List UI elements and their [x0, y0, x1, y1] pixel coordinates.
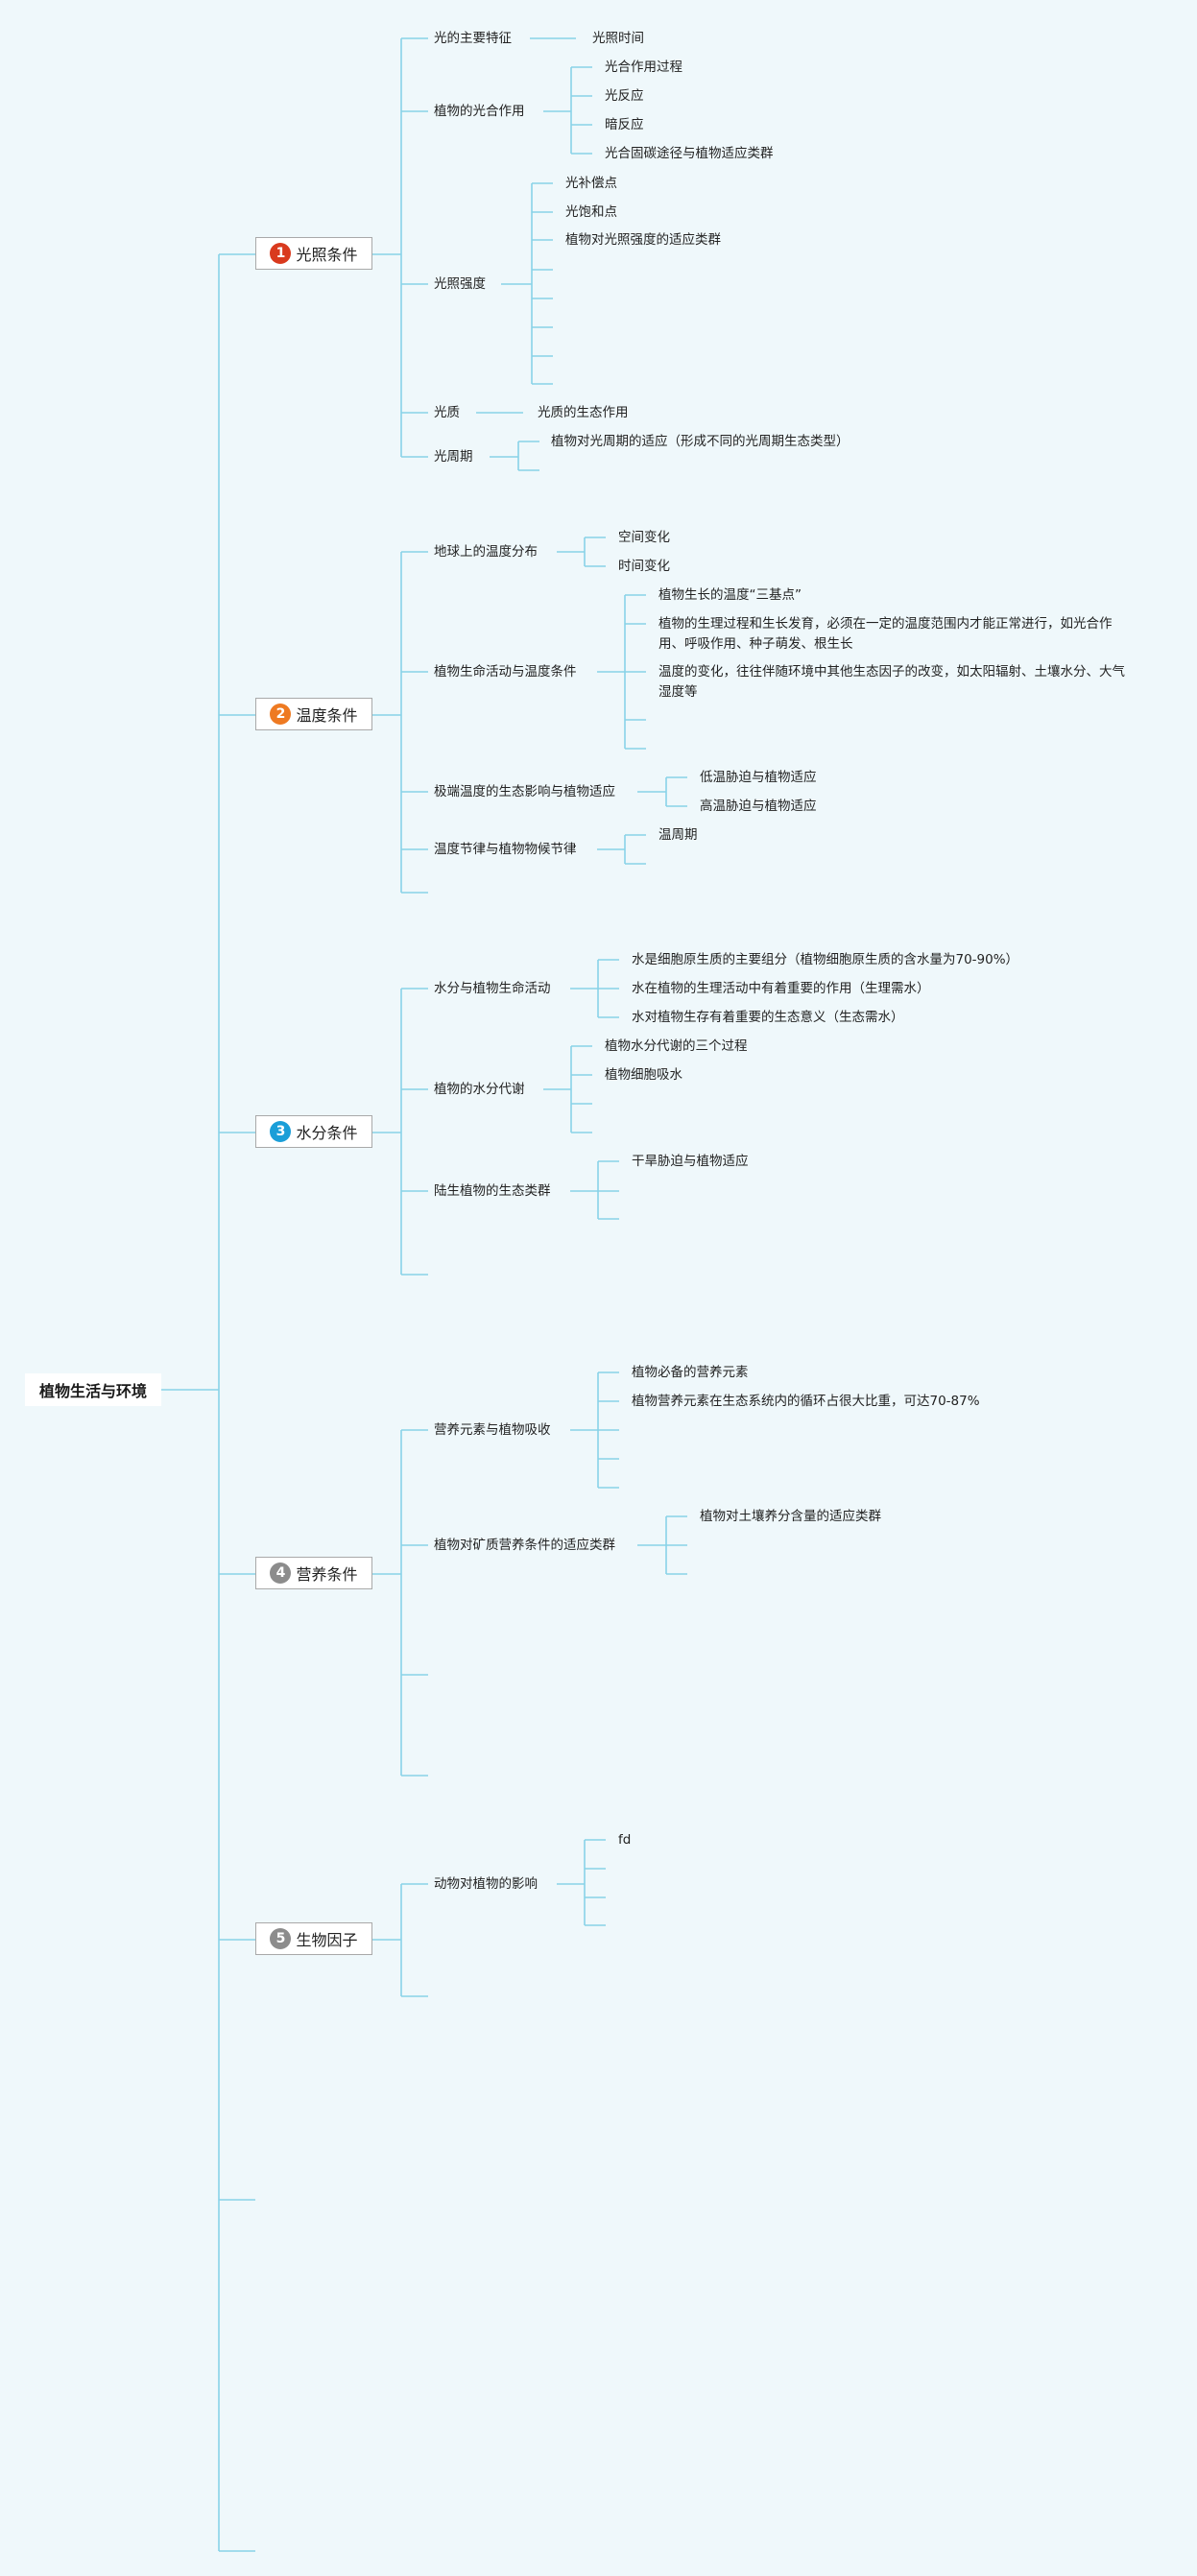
topic-light-quality[interactable]: 光质: [434, 405, 460, 420]
category-light[interactable]: 1 光照条件: [255, 237, 372, 270]
subtopic[interactable]: 水对植物生存有着重要的生态意义（生态需水）: [632, 1010, 904, 1025]
number-badge-3: 3: [270, 1121, 292, 1142]
subtopic[interactable]: 时间变化: [618, 559, 670, 574]
category-bio[interactable]: 5 生物因子: [255, 1922, 372, 1955]
subtopic[interactable]: 植物水分代谢的三个过程: [605, 1038, 748, 1054]
number-badge-2: 2: [270, 704, 292, 725]
topic-photosynthesis[interactable]: 植物的光合作用: [434, 104, 525, 119]
subtopic[interactable]: 植物对土壤养分含量的适应类群: [700, 1509, 881, 1524]
category-label: 营养条件: [296, 1565, 358, 1584]
topic-bio-animal[interactable]: 动物对植物的影响: [434, 1876, 538, 1892]
topic-water-metabolism[interactable]: 植物的水分代谢: [434, 1082, 525, 1097]
topic-temp-rhythm[interactable]: 温度节律与植物物候节律: [434, 842, 577, 857]
subtopic[interactable]: 暗反应: [605, 117, 644, 132]
subtopic[interactable]: 温度的变化，往往伴随环境中其他生态因子的改变，如太阳辐射、土壤水分、大气湿度等: [658, 664, 1125, 700]
subtopic[interactable]: 干旱胁迫与植物适应: [632, 1154, 749, 1169]
topic-photoperiod[interactable]: 光周期: [434, 449, 473, 465]
category-temperature[interactable]: 2 温度条件: [255, 698, 372, 730]
topic-light-features[interactable]: 光的主要特征: [434, 31, 512, 46]
subtopic[interactable]: 光质的生态作用: [538, 405, 629, 420]
subtopic[interactable]: 光反应: [605, 88, 644, 104]
subtopic[interactable]: 水是细胞原生质的主要组分（植物细胞原生质的含水量为70-90%）: [632, 952, 1019, 967]
topic-temp-life[interactable]: 植物生命活动与温度条件: [434, 664, 577, 680]
subtopic[interactable]: 低温胁迫与植物适应: [700, 770, 817, 785]
category-label: 水分条件: [296, 1124, 358, 1142]
subtopic[interactable]: 水在植物的生理活动中有着重要的作用（生理需水）: [632, 981, 930, 996]
topic-nutrition-absorb[interactable]: 营养元素与植物吸收: [434, 1422, 551, 1438]
topic-light-intensity[interactable]: 光照强度: [434, 276, 486, 292]
subtopic[interactable]: 温周期: [658, 827, 698, 843]
number-badge-5: 5: [270, 1928, 292, 1949]
category-label: 光照条件: [296, 246, 358, 264]
subtopic[interactable]: 植物细胞吸水: [605, 1067, 682, 1083]
subtopic[interactable]: 光合作用过程: [605, 60, 682, 75]
subtopic[interactable]: 高温胁迫与植物适应: [700, 799, 817, 814]
subtopic[interactable]: 植物的生理过程和生长发育，必须在一定的温度范围内才能正常进行，如光合作用、呼吸作…: [658, 616, 1113, 652]
subtopic[interactable]: 光合固碳途径与植物适应类群: [605, 146, 774, 161]
subtopic[interactable]: 植物对光照强度的适应类群: [565, 232, 721, 248]
subtopic[interactable]: 植物营养元素在生态系统内的循环占很大比重，可达70-87%: [632, 1394, 980, 1409]
topic-water-life[interactable]: 水分与植物生命活动: [434, 981, 551, 996]
subtopic[interactable]: 空间变化: [618, 530, 670, 545]
topic-water-terrestrial[interactable]: 陆生植物的生态类群: [434, 1183, 551, 1199]
subtopic[interactable]: 植物对光周期的适应（形成不同的光周期生态类型）: [551, 434, 850, 449]
category-label: 生物因子: [296, 1931, 358, 1949]
root-topic[interactable]: 植物生活与环境: [25, 1373, 161, 1406]
subtopic[interactable]: 植物必备的营养元素: [632, 1365, 749, 1380]
topic-nutrition-mineral[interactable]: 植物对矿质营养条件的适应类群: [434, 1538, 615, 1553]
number-badge-1: 1: [270, 243, 292, 264]
subtopic[interactable]: 光照时间: [592, 31, 644, 46]
subtopic[interactable]: 光饱和点: [565, 204, 617, 220]
category-label: 温度条件: [296, 706, 358, 725]
topic-temp-distribution[interactable]: 地球上的温度分布: [434, 544, 538, 560]
category-water[interactable]: 3 水分条件: [255, 1115, 372, 1148]
subtopic[interactable]: 光补偿点: [565, 176, 617, 191]
subtopic[interactable]: 植物生长的温度“三基点”: [658, 587, 802, 603]
topic-temp-extreme[interactable]: 极端温度的生态影响与植物适应: [434, 784, 615, 799]
subtopic[interactable]: fd: [618, 1832, 632, 1848]
number-badge-4: 4: [270, 1562, 292, 1584]
category-nutrition[interactable]: 4 营养条件: [255, 1557, 372, 1589]
